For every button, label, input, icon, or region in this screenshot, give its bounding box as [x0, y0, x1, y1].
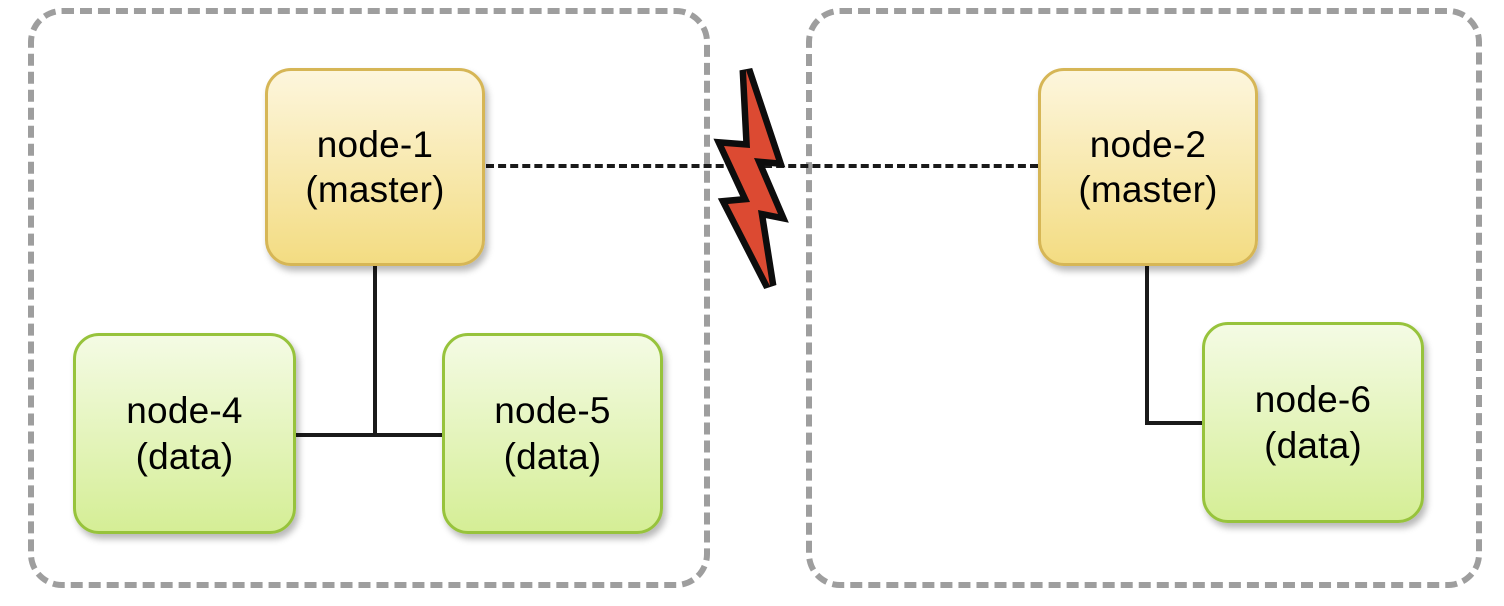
link-node1-vertical-segment [373, 266, 377, 437]
lightning-bolt-icon [713, 67, 789, 289]
node-box-node-4[interactable]: node-4 (data) [73, 333, 296, 534]
link-node2-vertical-segment [1145, 266, 1149, 425]
node-1-label-role: (master) [305, 169, 445, 210]
node-2-label-name: node-2 [1089, 123, 1207, 165]
node-6-label-name: node-6 [1254, 379, 1372, 421]
node-6-label-role: (data) [1264, 424, 1362, 466]
node-5-label-role: (data) [503, 435, 602, 477]
node-box-node-2[interactable]: node-2 (master) [1038, 68, 1258, 266]
node-4-label-role: (data) [135, 435, 234, 477]
node-box-node-1[interactable]: node-1 (master) [265, 68, 485, 266]
link-node4-to-node5-horizontal-segment [294, 433, 444, 437]
node-box-node-6[interactable]: node-6 (data) [1202, 322, 1424, 523]
node-4-label-name: node-4 [126, 390, 243, 432]
node-1-label-name: node-1 [316, 123, 434, 165]
node-5-label-name: node-5 [494, 390, 611, 432]
cluster-boundary-left-partition [28, 8, 710, 588]
node-box-node-5[interactable]: node-5 (data) [442, 333, 663, 534]
link-node1-to-node2-dashed [486, 164, 1038, 168]
node-2-label-role: (master) [1078, 169, 1218, 210]
link-node2-to-node6-horizontal-segment [1145, 421, 1204, 425]
cluster-boundary-right-partition [806, 8, 1482, 588]
